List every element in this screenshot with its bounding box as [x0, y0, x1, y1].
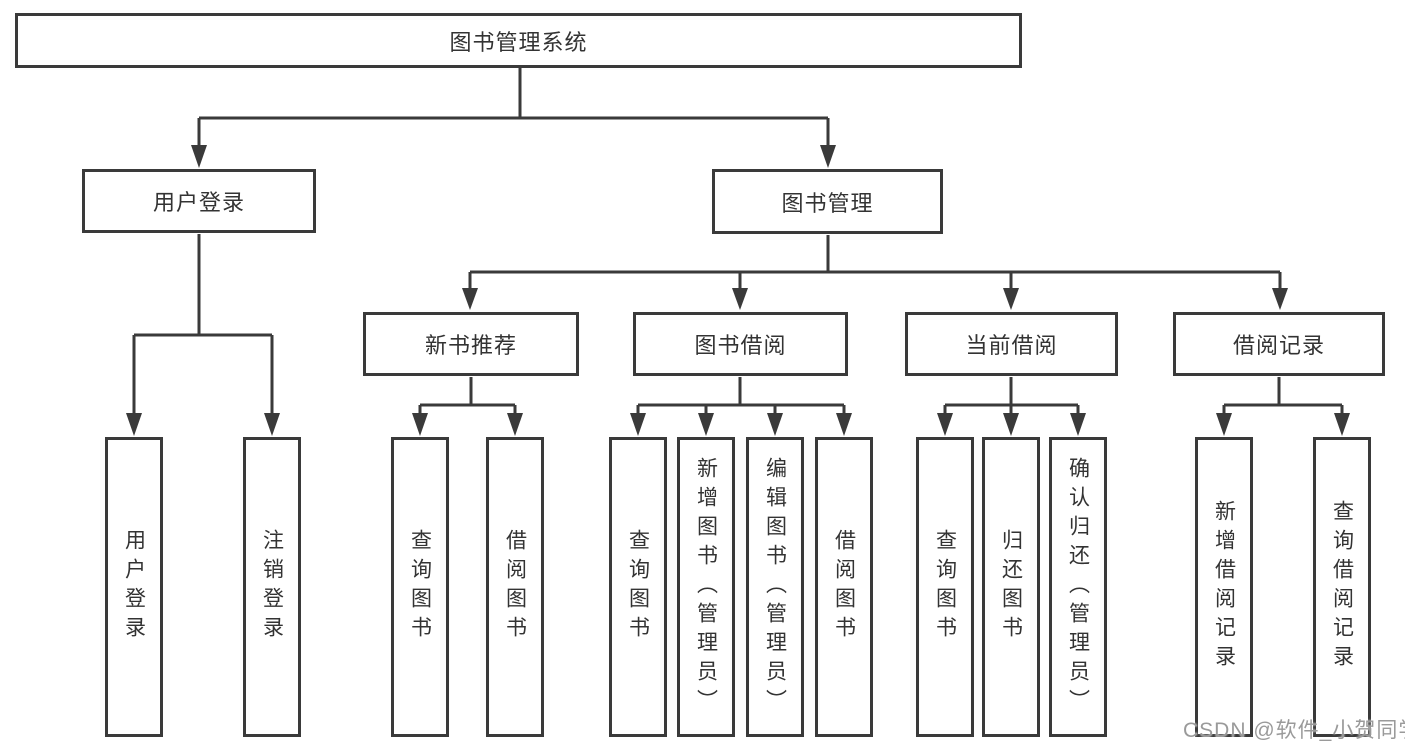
- node-query-books-borrowing: 查询图书: [609, 437, 667, 737]
- node-label: 编辑图书（管理员）: [763, 456, 787, 718]
- node-borrow-books: 借阅图书: [815, 437, 873, 737]
- node-library-management-system: 图书管理系统: [15, 13, 1022, 68]
- connector-new-book-children: [412, 377, 523, 436]
- node-label: 图书管理: [781, 190, 874, 216]
- node-query-books-current: 查询图书: [916, 437, 974, 737]
- connector-root-to-level2: [191, 67, 836, 168]
- node-label: 当前借阅: [965, 333, 1058, 358]
- node-label: 用户登录: [152, 190, 245, 215]
- node-label: 归还图书: [999, 529, 1023, 645]
- csdn-watermark: CSDN @软件_小贺同学: [1183, 719, 1405, 742]
- node-user-login-action: 用户登录: [105, 437, 163, 737]
- node-label: 查询借阅记录: [1330, 500, 1354, 674]
- node-label: 查询图书: [626, 529, 650, 645]
- connector-user-login-children: [126, 234, 280, 436]
- node-label: 图书借阅: [694, 333, 787, 358]
- node-query-borrow-record: 查询借阅记录: [1313, 437, 1371, 737]
- node-label: 借阅记录: [1232, 333, 1325, 358]
- node-logout: 注销登录: [243, 437, 301, 737]
- node-label: 确认归还（管理员）: [1066, 456, 1090, 718]
- node-add-books-admin: 新增图书（管理员）: [677, 437, 735, 737]
- node-user-login: 用户登录: [82, 169, 316, 233]
- node-label: 新增图书（管理员）: [694, 456, 718, 718]
- node-label: 图书管理系统: [449, 29, 588, 55]
- node-query-books-recommend: 查询图书: [391, 437, 449, 737]
- node-label: 新书推荐: [424, 333, 517, 358]
- node-borrow-books-recommend: 借阅图书: [486, 437, 544, 737]
- node-confirm-return-admin: 确认归还（管理员）: [1049, 437, 1107, 737]
- node-borrowing-records: 借阅记录: [1173, 312, 1385, 376]
- node-label: 借阅图书: [832, 529, 856, 645]
- node-label: 注销登录: [260, 529, 284, 645]
- node-add-borrow-record: 新增借阅记录: [1195, 437, 1253, 737]
- node-label: 查询图书: [408, 529, 432, 645]
- node-return-books: 归还图书: [982, 437, 1040, 737]
- connector-borrowing-records-children: [1216, 377, 1350, 436]
- node-current-borrowing: 当前借阅: [905, 312, 1118, 376]
- node-book-borrowing: 图书借阅: [633, 312, 848, 376]
- node-edit-books-admin: 编辑图书（管理员）: [746, 437, 804, 737]
- node-book-management: 图书管理: [712, 169, 943, 234]
- connector-book-management-children: [462, 235, 1288, 310]
- connector-current-borrowing-children: [937, 377, 1086, 436]
- connector-book-borrowing-children: [630, 377, 852, 436]
- node-label: 新增借阅记录: [1212, 500, 1236, 674]
- node-new-book-recommendation: 新书推荐: [363, 312, 579, 376]
- node-label: 查询图书: [933, 529, 957, 645]
- node-label: 用户登录: [122, 529, 146, 645]
- node-label: 借阅图书: [503, 529, 527, 645]
